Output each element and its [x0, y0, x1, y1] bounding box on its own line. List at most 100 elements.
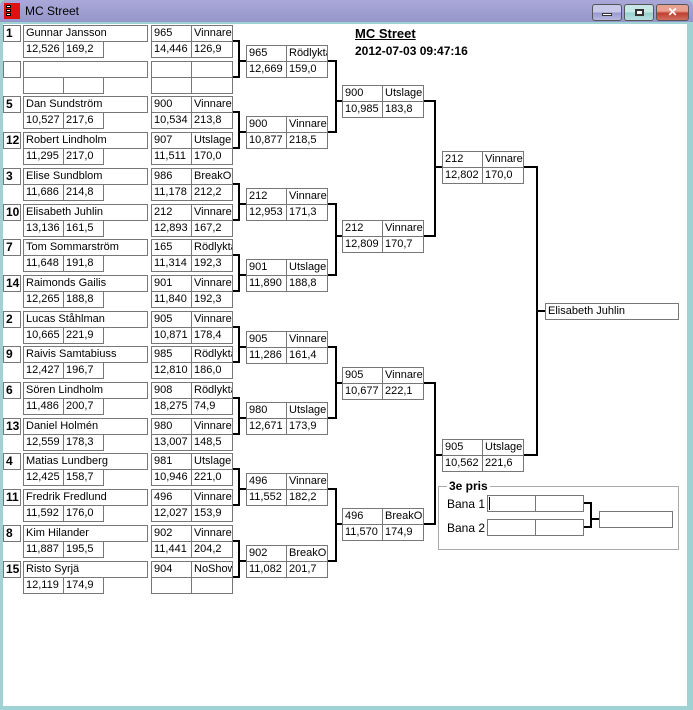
round1-result-time[interactable]: 12,027 [151, 505, 192, 522]
round4-result-speed[interactable]: 170,0 [482, 167, 524, 184]
rider-time[interactable]: 12,526 [23, 41, 64, 58]
rider-speed[interactable]: 195,5 [63, 541, 104, 558]
rider-time[interactable]: 12,425 [23, 469, 64, 486]
round2-result-speed[interactable]: 159,0 [286, 61, 328, 78]
rider-time[interactable]: 12,119 [23, 577, 64, 594]
round1-result-time[interactable]: 10,946 [151, 469, 192, 486]
rider-speed[interactable]: 188,8 [63, 291, 104, 308]
rider-name[interactable] [23, 61, 148, 78]
round2-result-status[interactable]: BreakOut [286, 545, 328, 562]
round1-result-time[interactable]: 11,511 [151, 148, 192, 165]
round2-result-time[interactable]: 10,877 [246, 132, 287, 149]
round3-result-status[interactable]: Vinnare [382, 220, 424, 237]
rider-name[interactable]: Elisabeth Juhlin [23, 204, 148, 221]
rider-time[interactable]: 12,265 [23, 291, 64, 308]
round1-result-speed[interactable]: 212,2 [191, 184, 233, 201]
round3-result-speed[interactable]: 170,7 [382, 236, 424, 253]
round1-result-number[interactable]: 905 [151, 311, 192, 328]
round2-result-number[interactable]: 900 [246, 116, 287, 133]
rider-time[interactable]: 11,592 [23, 505, 64, 522]
round2-result-status[interactable]: Vinnare [286, 331, 328, 348]
round2-result-number[interactable]: 905 [246, 331, 287, 348]
round1-result-status[interactable]: Vinnare [191, 418, 233, 435]
round3-result-time[interactable]: 10,677 [342, 383, 383, 400]
seed-number[interactable]: 15 [3, 561, 21, 578]
round1-result-number[interactable]: 985 [151, 346, 192, 363]
round1-result-status[interactable]: Vinnare [191, 25, 233, 42]
round1-result-speed[interactable]: 167,2 [191, 220, 233, 237]
round1-result-time[interactable]: 14,446 [151, 41, 192, 58]
round1-result-status[interactable]: Vinnare [191, 204, 233, 221]
round1-result-number[interactable]: 981 [151, 453, 192, 470]
rider-name[interactable]: Daniel Holmén [23, 418, 148, 435]
round1-result-time[interactable]: 18,275 [151, 398, 192, 415]
round3-result-time[interactable]: 10,985 [342, 101, 383, 118]
rider-time[interactable]: 11,887 [23, 541, 64, 558]
rider-name[interactable]: Matias Lundberg [23, 453, 148, 470]
round1-result-speed[interactable]: 186,0 [191, 362, 233, 379]
rider-name[interactable]: Kim Hilander [23, 525, 148, 542]
rider-name[interactable]: Robert Lindholm [23, 132, 148, 149]
seed-number[interactable]: 5 [3, 96, 21, 113]
round1-result-time[interactable] [151, 77, 192, 94]
lane1-number-field[interactable] [487, 495, 536, 512]
lane2-status-field[interactable] [535, 519, 584, 536]
rider-speed[interactable] [63, 77, 104, 94]
round1-result-status[interactable]: Vinnare [191, 525, 233, 542]
round2-result-status[interactable]: Vinnare [286, 473, 328, 490]
round1-result-status[interactable]: Vinnare [191, 489, 233, 506]
seed-number[interactable]: 2 [3, 311, 21, 328]
round2-result-speed[interactable]: 201,7 [286, 561, 328, 578]
rider-time[interactable]: 11,686 [23, 184, 64, 201]
round1-result-number[interactable]: 908 [151, 382, 192, 399]
round1-result-number[interactable]: 212 [151, 204, 192, 221]
seed-number[interactable]: 14 [3, 275, 21, 292]
seed-number[interactable]: 9 [3, 346, 21, 363]
minimize-button[interactable] [592, 4, 622, 21]
round1-result-speed[interactable]: 221,0 [191, 469, 233, 486]
round1-result-speed[interactable]: 192,3 [191, 291, 233, 308]
round1-result-speed[interactable] [191, 577, 233, 594]
round1-result-speed[interactable] [191, 77, 233, 94]
round1-result-speed[interactable]: 74,9 [191, 398, 233, 415]
seed-number[interactable] [3, 61, 21, 78]
round1-result-number[interactable]: 907 [151, 132, 192, 149]
round1-result-number[interactable]: 902 [151, 525, 192, 542]
rider-speed[interactable]: 191,8 [63, 255, 104, 272]
round2-result-speed[interactable]: 171,3 [286, 204, 328, 221]
round1-result-status[interactable]: Utslagen [191, 453, 233, 470]
round1-result-status[interactable]: NoShow [191, 561, 233, 578]
round3-result-speed[interactable]: 183,8 [382, 101, 424, 118]
round2-result-speed[interactable]: 173,9 [286, 418, 328, 435]
round2-result-speed[interactable]: 182,2 [286, 489, 328, 506]
round1-result-time[interactable]: 12,893 [151, 220, 192, 237]
round3-result-status[interactable]: BreakOut [382, 508, 424, 525]
rider-speed[interactable]: 169,2 [63, 41, 104, 58]
round1-result-status[interactable]: Vinnare [191, 96, 233, 113]
seed-number[interactable]: 12 [3, 132, 21, 149]
round2-result-time[interactable]: 12,669 [246, 61, 287, 78]
round1-result-speed[interactable]: 178,4 [191, 327, 233, 344]
rider-name[interactable]: Tom Sommarström [23, 239, 148, 256]
rider-time[interactable]: 11,648 [23, 255, 64, 272]
rider-time[interactable]: 13,136 [23, 220, 64, 237]
rider-speed[interactable]: 161,5 [63, 220, 104, 237]
round4-result-status[interactable]: Utslagen [482, 439, 524, 456]
round1-result-time[interactable]: 13,007 [151, 434, 192, 451]
round1-result-status[interactable]: Rödlykta [191, 346, 233, 363]
round1-result-status[interactable]: BreakOut [191, 168, 233, 185]
rider-time[interactable]: 12,559 [23, 434, 64, 451]
round2-result-speed[interactable]: 218,5 [286, 132, 328, 149]
round3-result-status[interactable]: Utslagen [382, 85, 424, 102]
round3-result-number[interactable]: 900 [342, 85, 383, 102]
round1-result-number[interactable] [151, 61, 192, 78]
round4-result-status[interactable]: Vinnare [482, 151, 524, 168]
round2-result-time[interactable]: 11,286 [246, 347, 287, 364]
round4-result-speed[interactable]: 221,6 [482, 455, 524, 472]
maximize-button[interactable] [624, 4, 654, 21]
rider-name[interactable]: Raimonds Gailis [23, 275, 148, 292]
round1-result-time[interactable]: 11,178 [151, 184, 192, 201]
round2-result-status[interactable]: Vinnare [286, 188, 328, 205]
seed-number[interactable]: 8 [3, 525, 21, 542]
seed-number[interactable]: 7 [3, 239, 21, 256]
